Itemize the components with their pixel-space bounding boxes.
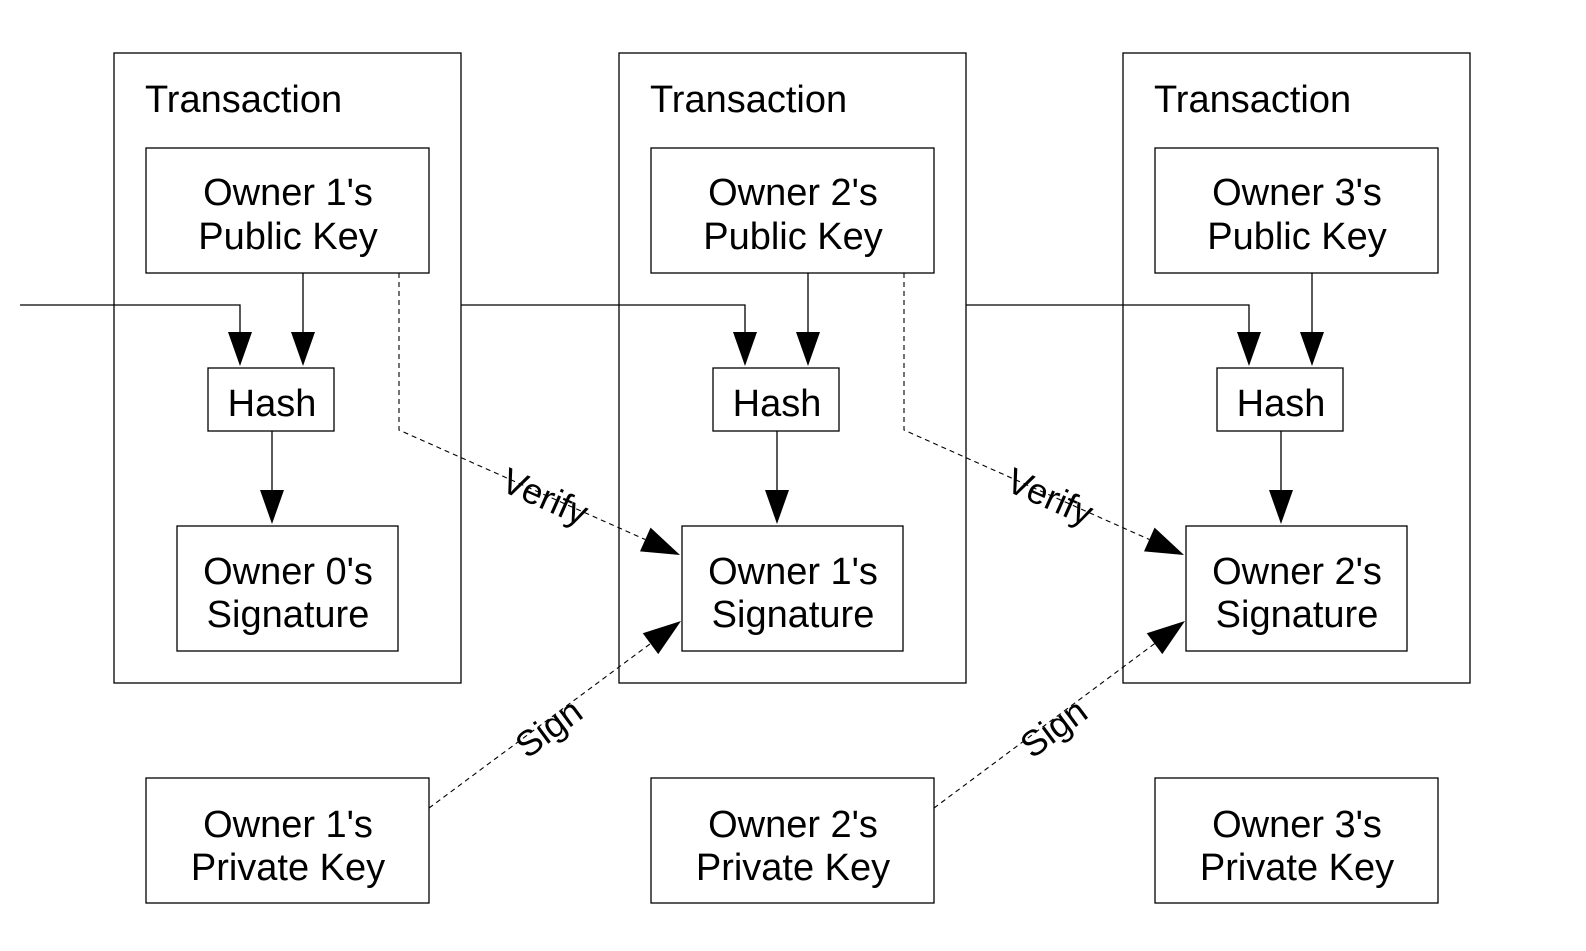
previous-transaction-line bbox=[461, 304, 746, 340]
pubkey-to-hash-arrowhead bbox=[796, 332, 820, 366]
transaction-frame bbox=[113, 52, 462, 684]
previous-transaction-line bbox=[20, 304, 241, 340]
signature-box bbox=[176, 525, 399, 652]
signature-owner-label: Owner 0's bbox=[203, 551, 373, 593]
sign-arrowhead bbox=[642, 621, 681, 655]
public-key-box bbox=[650, 147, 935, 274]
public-key-box bbox=[145, 147, 430, 274]
public-key-owner-label: Owner 2's bbox=[708, 172, 878, 214]
private-key-box bbox=[650, 777, 935, 904]
verify-dashed-line bbox=[903, 273, 1150, 541]
previous-transaction-line bbox=[966, 304, 1250, 340]
signature-box bbox=[1185, 525, 1408, 652]
public-key-label: Public Key bbox=[703, 216, 883, 258]
hash-to-signature-arrowhead bbox=[1269, 490, 1293, 524]
hash-box bbox=[712, 367, 840, 432]
pubkey-to-hash-arrowhead bbox=[1300, 332, 1324, 366]
signature-label: Signature bbox=[207, 594, 370, 636]
hash-to-signature-arrowhead bbox=[260, 490, 284, 524]
hash-label: Hash bbox=[228, 383, 317, 425]
signature-owner-label: Owner 1's bbox=[708, 551, 878, 593]
transaction-title: Transaction bbox=[1154, 79, 1351, 121]
sign-dashed-line bbox=[933, 643, 1155, 809]
transaction-frame bbox=[1122, 52, 1471, 684]
private-key-label: Private Key bbox=[191, 847, 385, 889]
private-key-owner-label: Owner 2's bbox=[708, 804, 878, 846]
sign-dashed-line bbox=[428, 643, 651, 809]
public-key-label: Public Key bbox=[1207, 216, 1387, 258]
private-key-owner-label: Owner 1's bbox=[203, 804, 373, 846]
hash-box bbox=[1216, 367, 1344, 432]
private-key-owner-label: Owner 3's bbox=[1212, 804, 1382, 846]
pubkey-to-hash-arrowhead bbox=[291, 332, 315, 366]
private-key-box bbox=[1154, 777, 1439, 904]
sign-label: Sign bbox=[1012, 690, 1094, 766]
signature-label: Signature bbox=[1216, 594, 1379, 636]
verify-dashed-line bbox=[398, 273, 646, 541]
verify-label: Verify bbox=[496, 460, 595, 534]
transaction-title: Transaction bbox=[145, 79, 342, 121]
previous-transaction-arrowhead bbox=[1237, 332, 1261, 366]
hash-label: Hash bbox=[1237, 383, 1326, 425]
hash-label: Hash bbox=[733, 383, 822, 425]
previous-transaction-arrowhead bbox=[228, 332, 252, 366]
hash-box bbox=[207, 367, 335, 432]
verify-arrowhead bbox=[639, 527, 680, 555]
private-key-box bbox=[145, 777, 430, 904]
sign-label: Sign bbox=[507, 690, 589, 766]
verify-arrowhead bbox=[1144, 527, 1184, 555]
signature-owner-label: Owner 2's bbox=[1212, 551, 1382, 593]
signature-box bbox=[681, 525, 904, 652]
public-key-box bbox=[1154, 147, 1439, 274]
private-key-label: Private Key bbox=[696, 847, 890, 889]
transaction-frame bbox=[618, 52, 967, 684]
transaction-title: Transaction bbox=[650, 79, 847, 121]
sign-arrowhead bbox=[1146, 621, 1185, 655]
verify-label: Verify bbox=[1001, 460, 1100, 534]
private-key-label: Private Key bbox=[1200, 847, 1394, 889]
public-key-owner-label: Owner 3's bbox=[1212, 172, 1382, 214]
public-key-owner-label: Owner 1's bbox=[203, 172, 373, 214]
signature-label: Signature bbox=[712, 594, 875, 636]
public-key-label: Public Key bbox=[198, 216, 378, 258]
hash-to-signature-arrowhead bbox=[765, 490, 789, 524]
previous-transaction-arrowhead bbox=[733, 332, 757, 366]
